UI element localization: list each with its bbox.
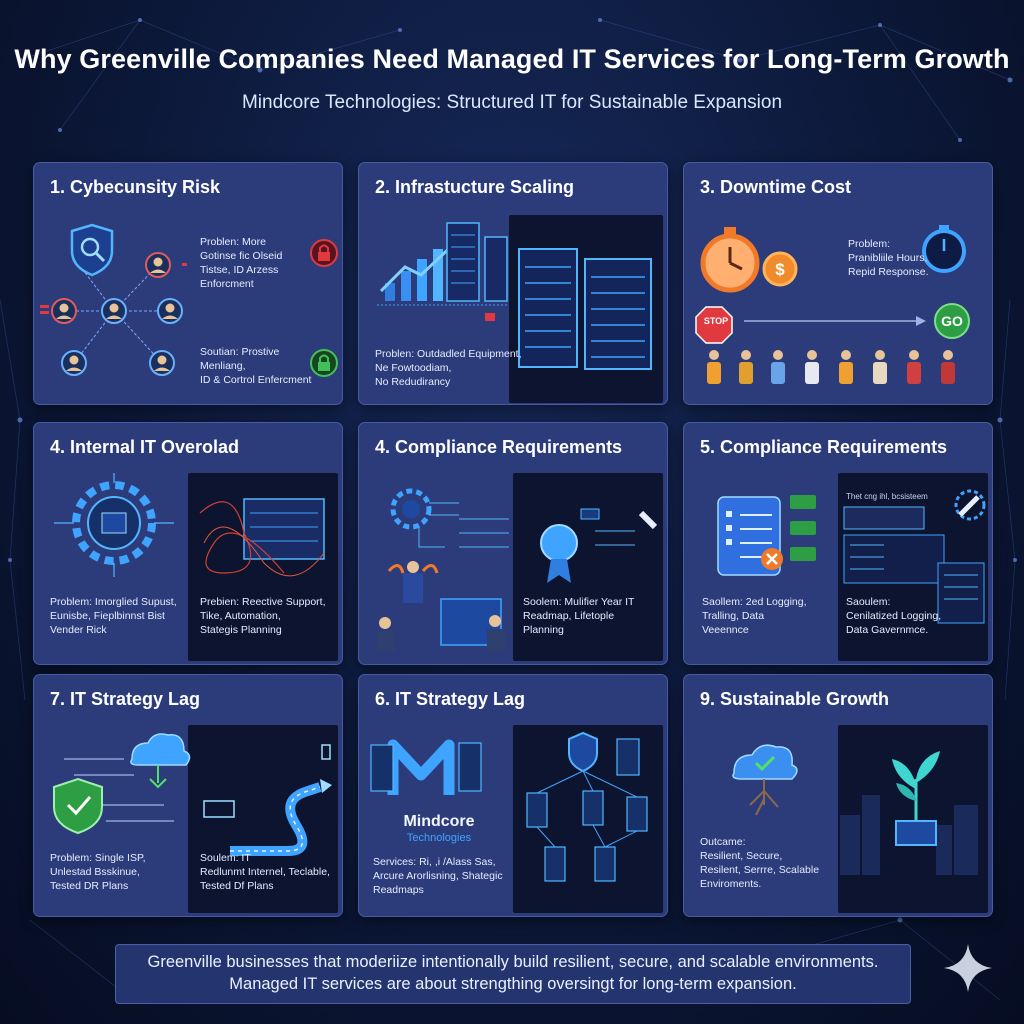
card-title: 4. Compliance Requirements — [375, 437, 623, 457]
card-it-strategy-lag-b: 6. IT Strategy Lag Mindcore Technologies… — [358, 674, 668, 917]
footer-banner: Greenville businesses that moderiize int… — [115, 944, 911, 1004]
card-downtime-cost: 3. Downtime Cost $ — [683, 162, 993, 405]
user-icon — [51, 252, 183, 376]
gear-circuit-icon — [54, 473, 174, 577]
compliance-illustration-b — [717, 489, 986, 624]
compliance-illustration-a — [377, 488, 658, 651]
card-title: 2. Infrastucture Scaling — [375, 177, 575, 197]
award-ribbon-icon — [540, 508, 658, 583]
cloud-icon — [130, 733, 191, 789]
lock-red-icon — [310, 239, 338, 267]
svg-text:$: $ — [775, 260, 785, 279]
stop-sign-icon — [695, 306, 733, 344]
strategy-illustration-b — [370, 731, 648, 882]
strategy-illustration-a — [53, 733, 332, 856]
card-title: 7. IT Strategy Lag — [50, 689, 201, 709]
card-compliance-requirements-b: 5. Compliance Requirements Thet cng ihl,… — [683, 422, 993, 665]
card-title: 4. Internal IT Overolad — [50, 437, 240, 457]
card-sustainable-growth: 9. Sustainable Growth Outcame:Resilient,… — [683, 674, 993, 917]
stop-label: STOP — [703, 316, 729, 326]
card-cybersecurity-risk: 1. Cybecunsity Risk — [33, 162, 343, 405]
footer-line-1: Greenville businesses that moderiize int… — [147, 953, 879, 971]
redundancy-panel — [188, 725, 338, 913]
solution-text-right: Saoulem:Cenilatized Logging, Data Gavern… — [846, 596, 942, 636]
card-internal-it-overload: 4. Internal IT Overolad Problem: Imorgli… — [33, 422, 343, 665]
problem-text: Problem: Single ISP,Unlestad Bsskinue, T… — [50, 852, 146, 892]
server-cables-icon — [199, 498, 325, 577]
lock-green-icon — [310, 349, 338, 377]
dollar-coin-icon: $ — [762, 251, 798, 287]
stopwatch-icon — [700, 225, 966, 293]
solution-text: Prebien: Reective Support,Tike, Automati… — [200, 596, 326, 636]
card-title: 6. IT Strategy Lag — [375, 689, 526, 709]
downtime-illustration: $ — [695, 225, 970, 384]
cloud-check-icon — [732, 744, 798, 816]
go-sign-icon — [934, 303, 970, 339]
city-icon — [840, 795, 978, 875]
go-label: GO — [941, 313, 963, 329]
problem-text: Problem: Imorglied Supust,Eunisbe, Fiepl… — [50, 596, 177, 636]
card-infrastructure-scaling: 2. Infrastucture Scaling — [358, 162, 668, 405]
shield-icon — [568, 731, 598, 773]
footer-line-2: Managed IT services are about strengthin… — [229, 975, 797, 993]
overload-illustration — [54, 473, 325, 577]
page-subtitle: Mindcore Technologies: Structured IT for… — [241, 92, 783, 113]
solution-text-left: Saollem: 2ed Logging,Tralling, Data Veee… — [702, 596, 807, 636]
checklist-scroll-icon — [717, 495, 816, 576]
card-title: 1. Cybecunsity Risk — [50, 177, 221, 197]
card-title: 9. Sustainable Growth — [700, 689, 890, 709]
roadmap-panel — [513, 473, 663, 661]
panel-header: Thet cng ihl, bcsisteem — [846, 492, 928, 501]
mindcore-logo-icon — [370, 739, 482, 795]
card-compliance-requirements-a: 4. Compliance Requirements Soolem: Mulif… — [358, 422, 668, 665]
card-it-strategy-lag-a: 7. IT Strategy Lag Problem: Single ISP,U… — [33, 674, 343, 917]
gear-circuit-icon — [390, 488, 459, 548]
server-icon — [526, 738, 648, 882]
road-arrow-icon — [203, 744, 332, 856]
sparkle-icon — [944, 944, 992, 992]
card-title: 5. Compliance Requirements — [700, 437, 948, 457]
card-title: 3. Downtime Cost — [700, 177, 852, 197]
plant-chip-icon — [892, 751, 940, 846]
brand-subtitle: Technologies — [406, 832, 472, 844]
server-rack-icon — [377, 222, 652, 370]
scaling-illustration — [377, 222, 652, 370]
team-people — [707, 350, 955, 384]
brand-name: Mindcore — [403, 813, 475, 830]
shield-check-icon — [53, 777, 103, 835]
outcome-text: Outcame:Resilient, Secure, Resilent, Ser… — [700, 836, 820, 890]
shield-magnifier-icon — [70, 223, 114, 277]
page-title: Why Greenville Companies Need Managed IT… — [14, 44, 1010, 74]
cybersecurity-illustration — [40, 223, 338, 377]
dashboard-icon — [843, 489, 986, 624]
problem-text: Problem:Pranibliile Hours, Repid Respons… — [848, 238, 929, 278]
problem-text: Problen: Outdadled Equipment,Ne Fowtoodi… — [375, 348, 522, 388]
services-text: Services: Ri, ,i /Alass Sas,Arcure Arorl… — [373, 856, 503, 896]
growth-illustration — [732, 744, 978, 875]
